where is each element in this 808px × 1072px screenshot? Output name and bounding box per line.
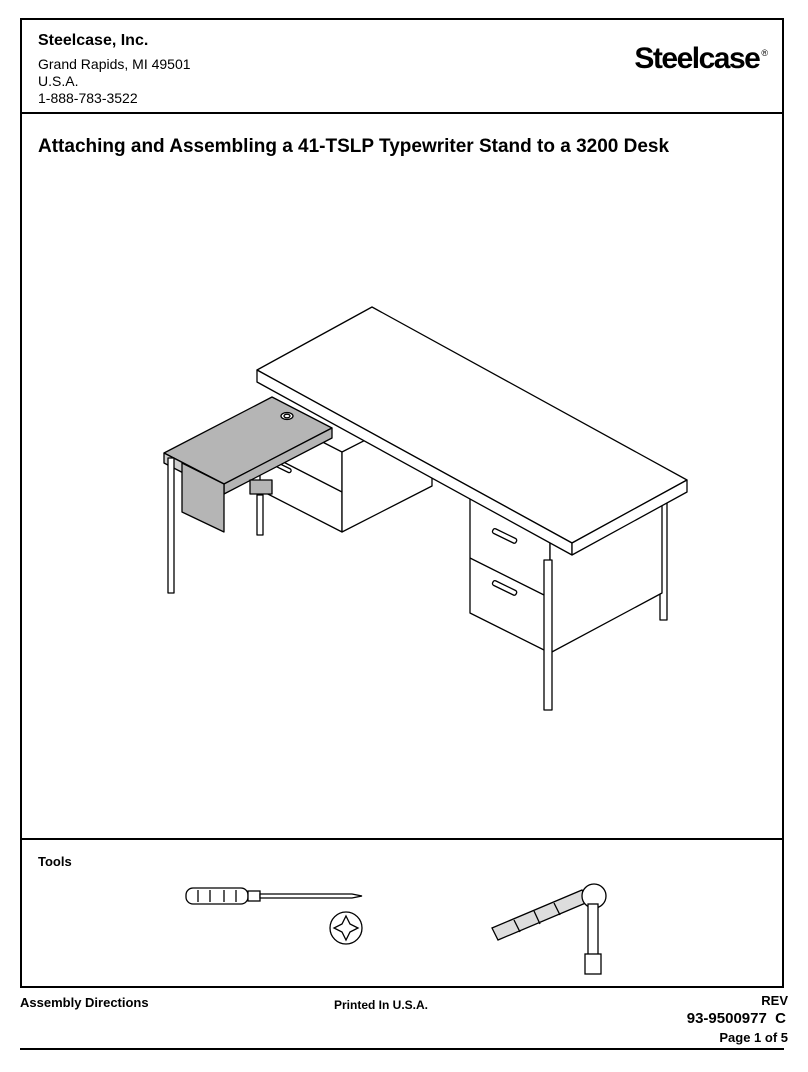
logo-text: Steelcase — [634, 42, 760, 75]
header: Steelcase, Inc. Grand Rapids, MI 49501 U… — [22, 20, 782, 114]
bottom-rule — [20, 1048, 784, 1050]
page-title: Attaching and Assembling a 41-TSLP Typew… — [38, 136, 670, 157]
address-line-2: U.S.A. — [38, 73, 79, 89]
tools-section: Tools — [22, 838, 782, 988]
steelcase-logo: Steelcase® — [634, 42, 768, 76]
footer-page-number: Page 1 of 5 — [719, 1030, 788, 1045]
footer-printed-in: Printed In U.S.A. — [334, 998, 429, 1012]
footer-rev-label: REV — [761, 993, 788, 1008]
ratchet-socket-wrench-icon — [491, 883, 607, 975]
desk-with-typewriter-stand-drawing — [163, 306, 688, 711]
address-line-1: Grand Rapids, MI 49501 — [38, 56, 191, 72]
footer-assembly-directions: Assembly Directions — [20, 995, 149, 1010]
tools-label: Tools — [38, 854, 72, 869]
registered-mark: ® — [761, 48, 768, 58]
footer-doc-number: 93-9500977 C — [686, 1010, 786, 1027]
company-name: Steelcase, Inc. — [38, 32, 149, 49]
page-frame: Steelcase, Inc. Grand Rapids, MI 49501 U… — [20, 18, 784, 988]
phone-number: 1-888-783-3522 — [38, 90, 138, 106]
phillips-screwdriver-icon — [185, 887, 363, 945]
